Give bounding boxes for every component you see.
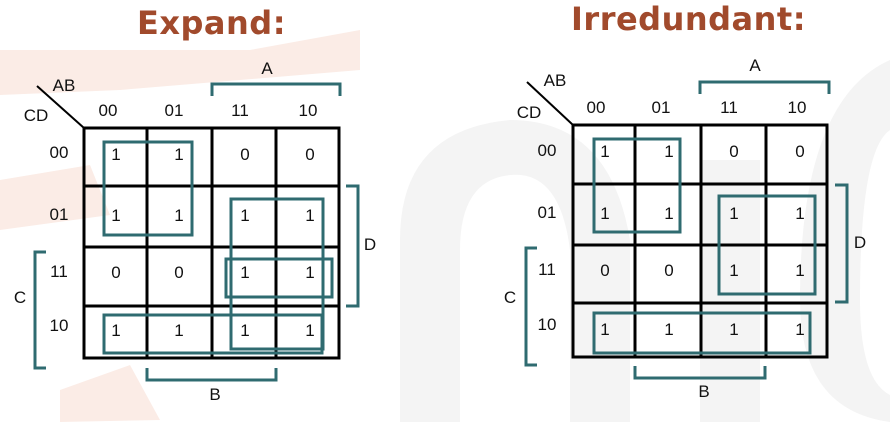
bracket-b xyxy=(145,368,278,382)
kmap-cell: 1 xyxy=(729,204,739,223)
group-prime-implicant xyxy=(224,257,334,299)
kmap-cell: 1 xyxy=(664,204,674,223)
kmap-cell: 1 xyxy=(600,142,610,161)
col-header: 10 xyxy=(298,101,318,120)
row-header: 00 xyxy=(537,141,557,160)
corner-col-var: AB xyxy=(543,71,567,90)
var-label-b: B xyxy=(698,382,710,401)
bracket-c xyxy=(33,250,46,370)
var-label-a: A xyxy=(749,56,761,75)
col-header: 00 xyxy=(586,98,606,117)
corner-diagonal xyxy=(526,81,574,126)
corner-row-var: CD xyxy=(23,106,49,125)
row-header: 01 xyxy=(537,203,557,222)
kmap-cell: 1 xyxy=(111,145,121,164)
col-header: 10 xyxy=(787,98,807,117)
kmap-cell: 0 xyxy=(600,261,610,280)
var-label-c: C xyxy=(503,288,517,307)
kmap-cell: 0 xyxy=(174,263,184,282)
kmap-cell: 1 xyxy=(240,321,250,340)
group-prime-implicant xyxy=(102,313,324,355)
kmap-cell: 0 xyxy=(664,261,674,280)
var-label-d: D xyxy=(363,235,377,254)
kmap-irredundant-drawing xyxy=(524,80,849,380)
corner-col-var: AB xyxy=(52,76,76,95)
kmap-cell: 1 xyxy=(664,142,674,161)
kmap-cell: 1 xyxy=(600,320,610,339)
row-header: 11 xyxy=(538,260,556,279)
col-header: 11 xyxy=(231,101,249,120)
bracket-a xyxy=(210,82,342,96)
row-header: 11 xyxy=(50,262,68,281)
kmap-cell: 1 xyxy=(240,263,250,282)
kmap-irredundant: AB CD 00 01 11 10 00 01 11 10 A B C D 1 … xyxy=(445,0,890,422)
kmap-cell: 1 xyxy=(729,261,739,280)
kmap-expand: AB CD 00 01 11 10 00 01 11 10 A B C D 1 … xyxy=(13,59,377,404)
kmap-cell: 1 xyxy=(305,321,315,340)
kmap-cell: 0 xyxy=(729,142,739,161)
var-label-c: C xyxy=(13,288,27,307)
kmap-cell: 0 xyxy=(305,145,315,164)
kmap-cell: 1 xyxy=(174,145,184,164)
row-header: 01 xyxy=(49,205,69,224)
kmap-expand-drawing xyxy=(33,82,360,382)
kmap-cell: 1 xyxy=(305,263,315,282)
group-prime-implicant xyxy=(592,311,812,355)
var-label-a: A xyxy=(261,59,273,78)
corner-diagonal xyxy=(36,85,85,129)
kmap-cell: 0 xyxy=(240,145,250,164)
var-label-d: D xyxy=(853,233,867,252)
bracket-a xyxy=(698,80,831,94)
col-header: 01 xyxy=(651,98,671,117)
var-label-b: B xyxy=(209,385,221,404)
group-prime-implicant xyxy=(592,137,682,234)
kmap-cell: 0 xyxy=(795,142,805,161)
kmap-cell: 1 xyxy=(664,320,674,339)
kmap-cell: 1 xyxy=(111,206,121,225)
irredundant-title: Irredundant: xyxy=(571,0,807,38)
kmap-cell: 1 xyxy=(600,204,610,223)
kmap-cell: 0 xyxy=(111,263,121,282)
kmap-cell: 1 xyxy=(174,321,184,340)
kmap-cell: 1 xyxy=(795,204,805,223)
kmap-cell: 1 xyxy=(305,206,315,225)
row-header: 10 xyxy=(537,315,557,334)
kmap-cell: 1 xyxy=(174,206,184,225)
group-prime-implicant xyxy=(717,194,817,296)
kmap-cell: 1 xyxy=(795,320,805,339)
kmap-cell: 1 xyxy=(795,261,805,280)
bracket-d xyxy=(346,184,360,308)
kmap-cell: 1 xyxy=(111,321,121,340)
col-header: 00 xyxy=(98,101,118,120)
group-prime-implicant xyxy=(102,140,194,237)
bracket-c xyxy=(524,246,537,367)
row-header: 00 xyxy=(49,143,69,162)
col-header: 01 xyxy=(164,101,184,120)
bracket-b xyxy=(633,366,767,380)
row-header: 10 xyxy=(49,316,69,335)
group-prime-implicant xyxy=(229,197,325,351)
expand-title: Expand: xyxy=(137,4,286,42)
kmap-cell: 1 xyxy=(240,206,250,225)
bracket-d xyxy=(835,183,849,304)
col-header: 11 xyxy=(720,98,738,117)
corner-row-var: CD xyxy=(516,103,542,122)
kmap-cell: 1 xyxy=(729,320,739,339)
